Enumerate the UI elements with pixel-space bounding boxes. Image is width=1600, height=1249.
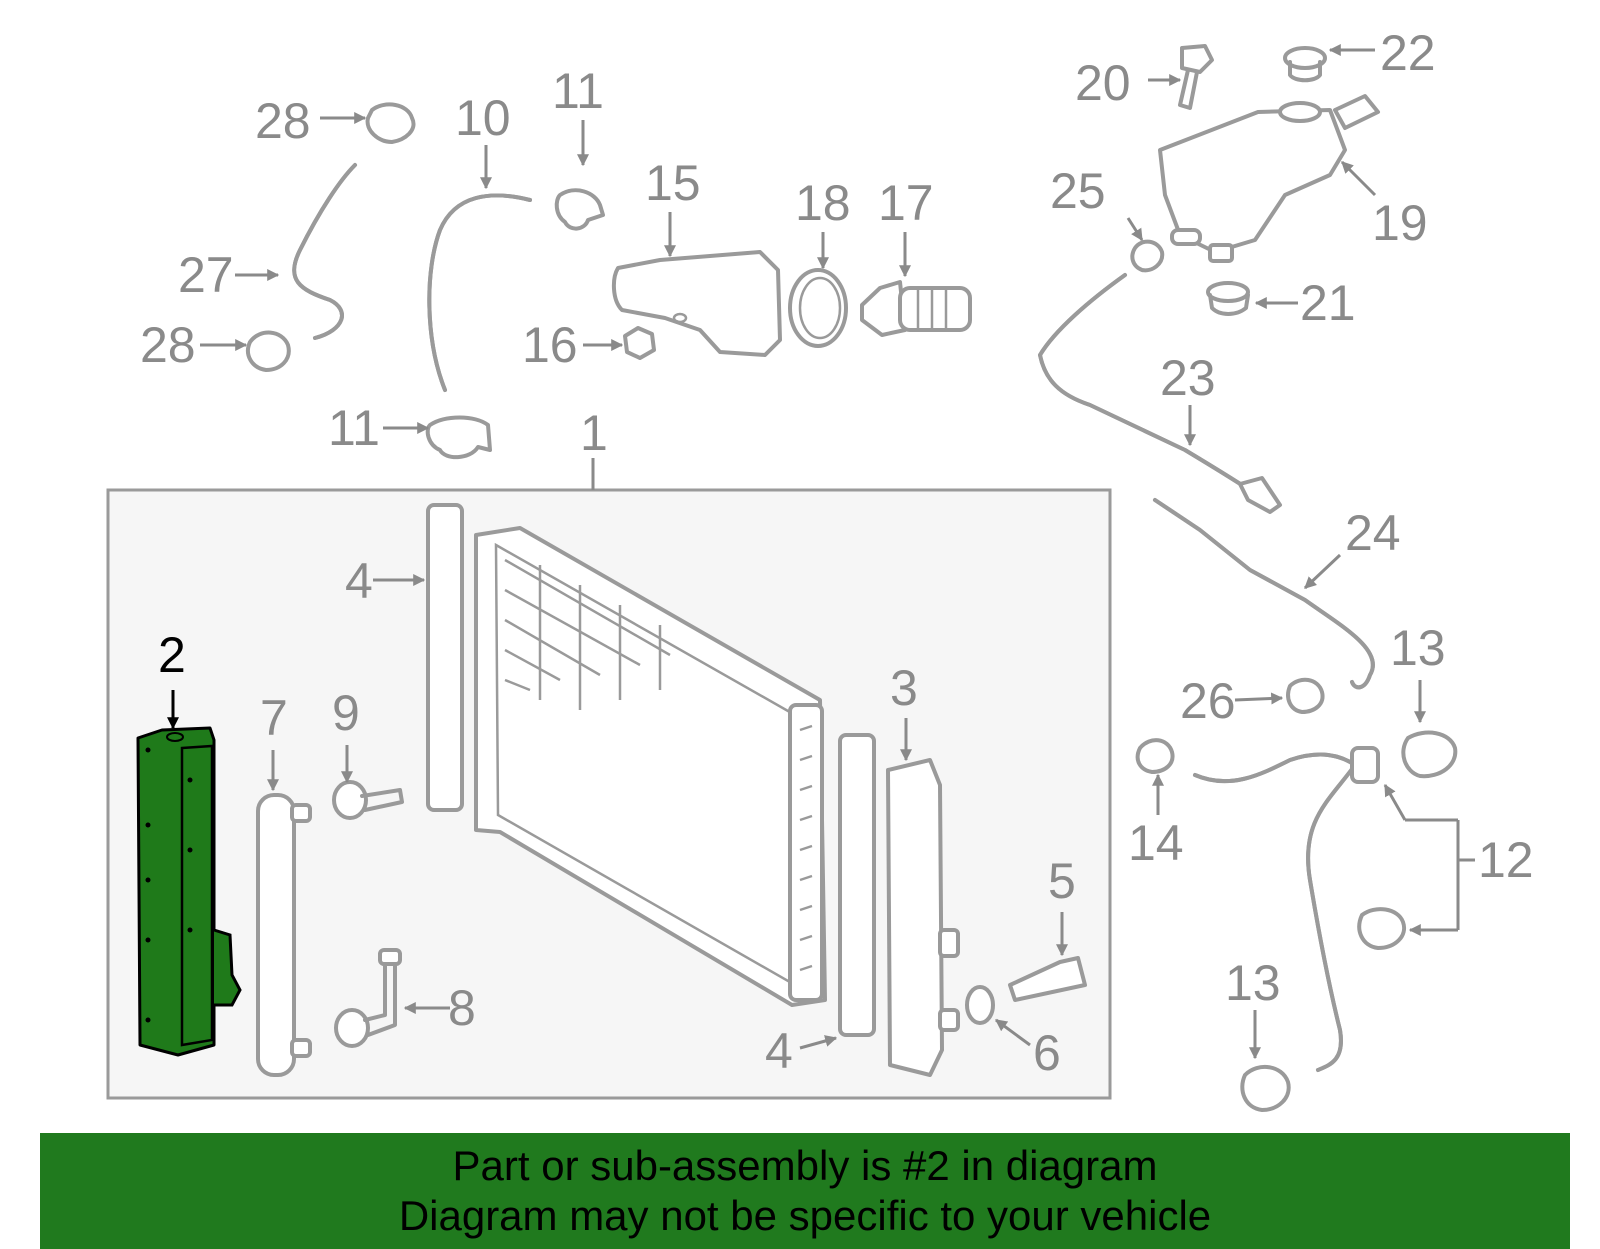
clamp-11-top (554, 188, 605, 231)
hose-24 (1153, 498, 1375, 690)
thermostat-17 (860, 280, 972, 337)
callout-9: 9 (332, 685, 360, 741)
callout-8: 8 (448, 980, 476, 1036)
highlighted-part-2 (136, 726, 242, 1057)
info-banner: Part or sub-assembly is #2 in diagram Di… (40, 1133, 1570, 1249)
seal-right (838, 733, 876, 1037)
callout-21: 21 (1300, 275, 1356, 331)
callout-20: 20 (1075, 55, 1131, 111)
callout-28-top: 28 (255, 93, 311, 149)
callout-23: 23 (1160, 350, 1216, 406)
callout-3: 3 (890, 660, 918, 716)
callout-25: 25 (1050, 163, 1106, 219)
callout-16: 16 (522, 317, 578, 373)
hose-23 (1038, 273, 1267, 502)
cap-22 (1283, 46, 1327, 83)
callout-4-top: 4 (345, 553, 373, 609)
callout-4-bottom: 4 (765, 1023, 793, 1079)
clamp-28-top (365, 102, 416, 144)
callout-7: 7 (260, 690, 288, 746)
callout-18: 18 (795, 175, 851, 231)
callout-10: 10 (455, 90, 511, 146)
callout-27: 27 (178, 247, 234, 303)
callout-6: 6 (1033, 1025, 1061, 1081)
callout-19: 19 (1372, 195, 1428, 251)
callout-22: 22 (1380, 25, 1436, 81)
callout-1: 1 (580, 405, 608, 461)
callout-13-top: 13 (1390, 620, 1446, 676)
clamp-12 (1357, 907, 1407, 950)
callout-15: 15 (645, 155, 701, 211)
callout-5: 5 (1048, 853, 1076, 909)
right-tank (886, 758, 960, 1077)
callout-14: 14 (1128, 815, 1184, 871)
inlet-pipe (256, 793, 312, 1077)
banner-line-1: Part or sub-assembly is #2 in diagram (452, 1142, 1158, 1189)
callout-11-top: 11 (552, 63, 604, 119)
clamp-13-bottom (1240, 1065, 1291, 1112)
parts-diagram: 1 2 3 4 4 5 6 7 8 9 10 11 11 12 13 13 14… (106, 25, 1534, 1112)
clamp-14 (1135, 738, 1175, 774)
callout-2: 2 (158, 627, 186, 683)
clamp-25 (1130, 239, 1165, 273)
callout-26: 26 (1180, 673, 1236, 729)
fitting-8 (334, 948, 402, 1048)
bolt-20 (1178, 44, 1214, 110)
callout-28-bottom: 28 (140, 317, 196, 373)
hose-12 (1193, 746, 1380, 1072)
clamp-28-bottom (246, 330, 291, 372)
drain-plug (965, 956, 1087, 1025)
water-outlet-15 (611, 250, 782, 357)
nut-16 (623, 326, 656, 360)
gasket-18 (788, 268, 848, 348)
clamp-13-top (1401, 730, 1458, 779)
reservoir-19 (1158, 94, 1380, 263)
seal-left (426, 503, 464, 812)
clamp-26 (1286, 677, 1325, 714)
callout-24: 24 (1345, 505, 1401, 561)
callout-13-bottom: 13 (1225, 955, 1281, 1011)
callout-17: 17 (878, 175, 934, 231)
clamp-11-bottom (425, 415, 492, 460)
cap-21 (1206, 281, 1250, 316)
callout-12: 12 (1478, 832, 1534, 888)
banner-line-2: Diagram may not be specific to your vehi… (398, 1192, 1212, 1239)
hose-27 (292, 163, 357, 340)
callout-11-bottom: 11 (328, 400, 380, 456)
radiator-core (474, 526, 827, 1007)
